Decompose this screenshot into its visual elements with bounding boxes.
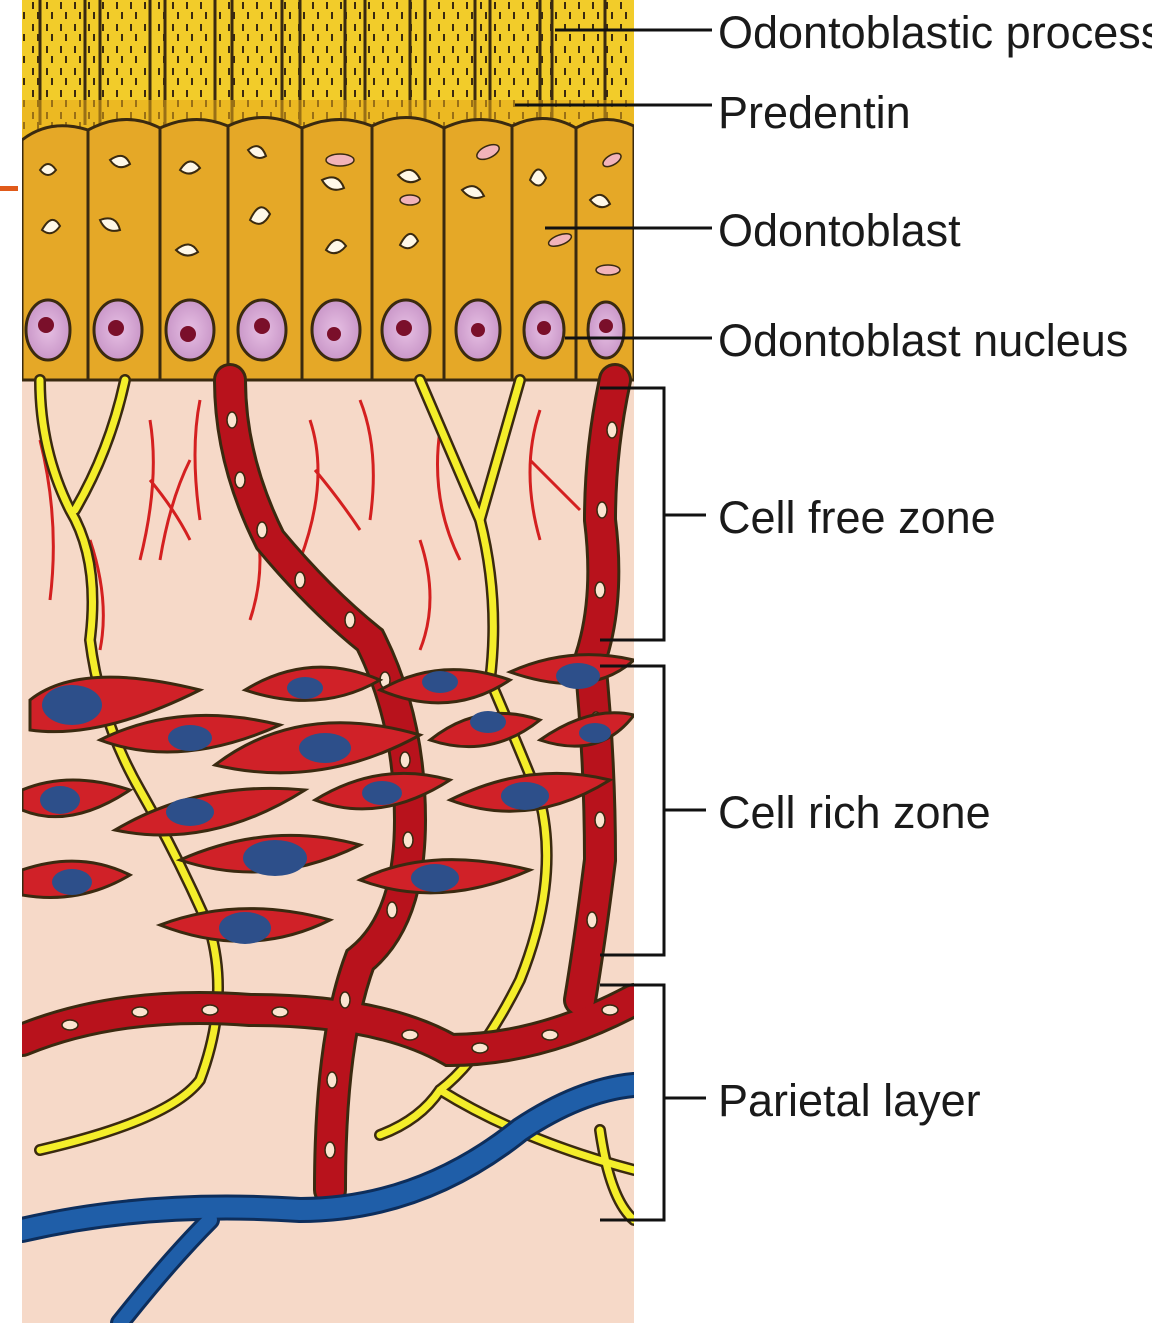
label-odontoblast-nucleus: Odontoblast nucleus [718, 315, 1128, 366]
label-cell-free-zone: Cell free zone [718, 492, 996, 543]
illustration-panel [22, 0, 634, 1323]
label-odontoblastic-process: Odontoblastic process [718, 7, 1152, 58]
accent-rule [0, 186, 18, 191]
label-parietal-layer: Parietal layer [718, 1075, 981, 1126]
label-predentin: Predentin [718, 87, 911, 138]
label-cell-rich-zone: Cell rich zone [718, 787, 991, 838]
label-odontoblast: Odontoblast [718, 205, 961, 256]
